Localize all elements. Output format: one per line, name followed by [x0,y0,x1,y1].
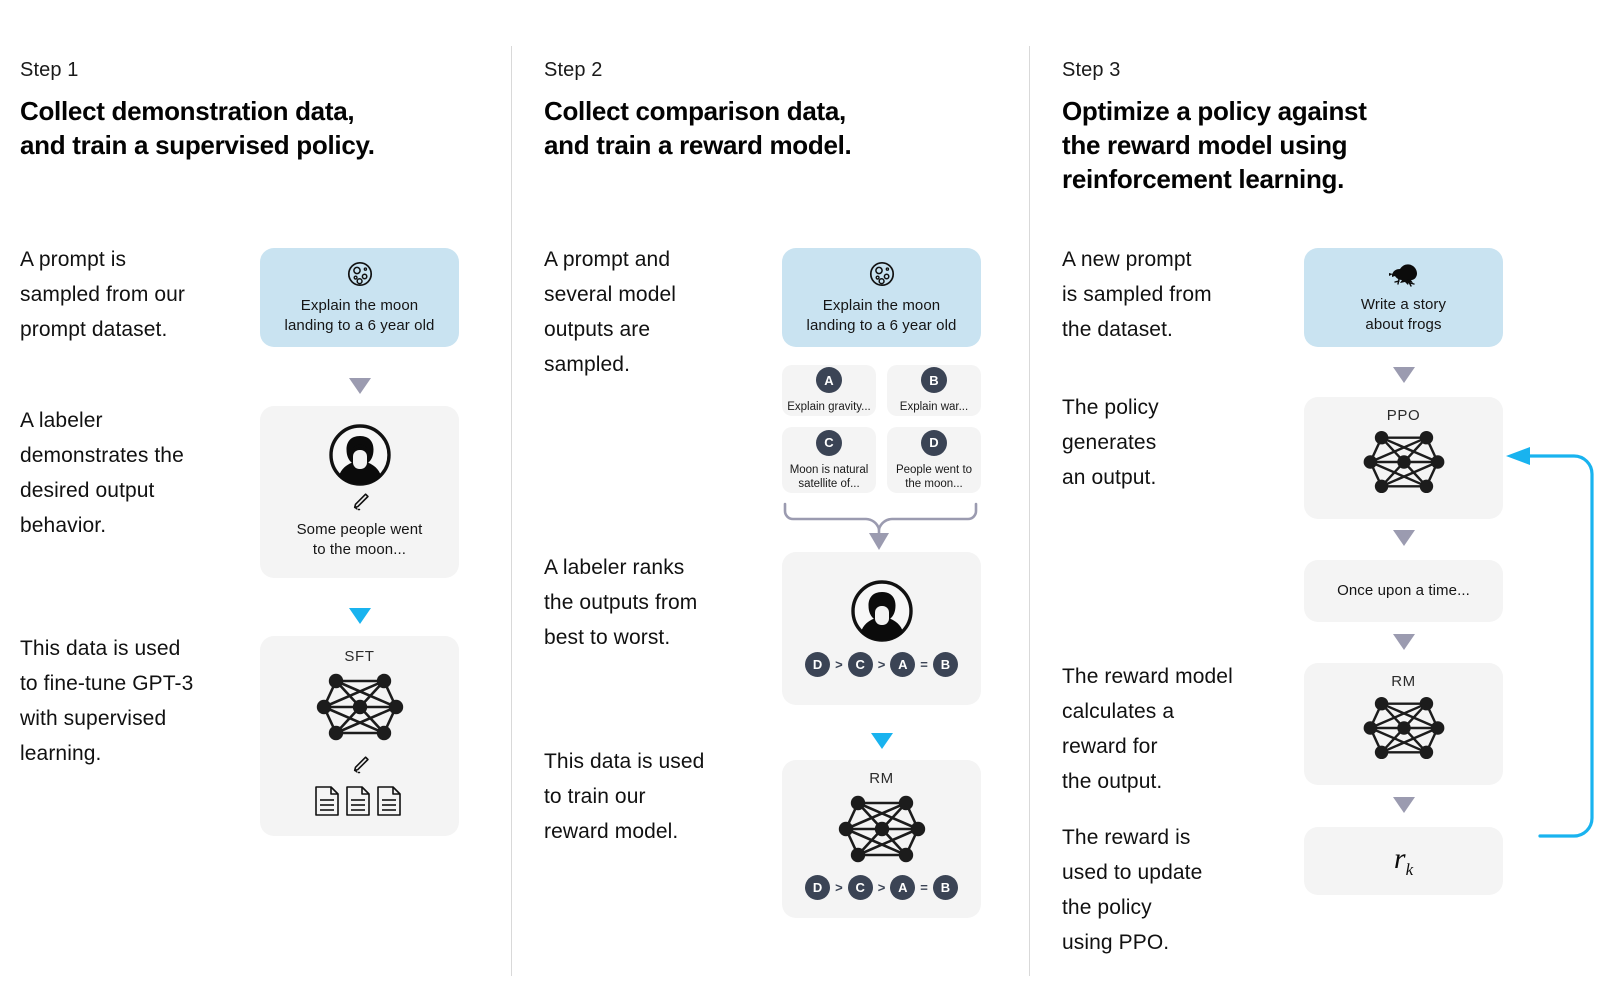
labeler-avatar-icon [850,580,913,642]
step-2-ranking-row: D > C > A = B [805,652,958,677]
step-3-rm-card[interactable]: RM [1304,663,1503,785]
rm-rank-badge-d: D [805,875,831,900]
step-1-paragraph-2: A labeler demonstrates the desired outpu… [20,409,184,537]
step-1-prompt-text: Explain the moon landing to a 6 year old [284,296,435,334]
step-3-reward-card[interactable]: rk [1304,827,1503,895]
step-3-title: Optimize a policy against the reward mod… [1062,96,1367,194]
frog-icon [1387,261,1421,287]
step-2-paragraph-1: A prompt and several model outputs are s… [544,248,677,376]
step-3-output-card[interactable]: Once upon a time... [1304,560,1503,622]
step-3-ppo-title: PPO [1386,407,1421,424]
labeler-avatar-icon [328,424,391,486]
badge-d: D [921,429,947,456]
step-3-paragraph-1: A new prompt is sampled from the dataset… [1062,248,1212,341]
rank-op-1: > [835,657,843,672]
arrow-down-2b [871,733,893,749]
reward-symbol: rk [1394,842,1413,880]
step-2-paragraph-2: A labeler ranks the outputs from best to… [544,556,698,649]
neural-network-icon [1361,692,1447,764]
feedback-loop-arrow [1500,440,1600,870]
rm-rank-op-1: > [835,880,843,895]
badge-c: C [816,429,842,456]
step-1-paragraph-1: A prompt is sampled from our prompt data… [20,248,185,341]
step-2-output-text-c: Moon is natural satellite of... [789,463,869,490]
rank-badge-c: C [847,652,873,677]
step-2-prompt-text: Explain the moon landing to a 6 year old [806,296,957,334]
step-3-rm-title: RM [1391,673,1416,690]
step-2-rm-ranking-row: D > C > A = B [805,875,958,900]
neural-network-icon [836,791,928,867]
rm-rank-op-3: = [920,880,928,895]
arrow-down-1a [349,378,371,394]
step-3-prompt-text: Write a story about frogs [1360,295,1447,333]
step-2-output-text-a: Explain gravity... [787,401,871,413]
step-1-sft-title: SFT [344,648,375,665]
step-2-output-card-d[interactable]: D People went to the moon... [887,427,981,493]
arrow-down-3c [1393,634,1415,650]
step-1-paragraph-3: This data is used to fine-tune GPT-3 wit… [20,637,194,765]
step-2-paragraph-3: This data is used to train our reward mo… [544,750,705,843]
column-step-1: Step 1 Collect demonstration data, and t… [0,0,511,996]
step-2-output-card-a[interactable]: A Explain gravity... [782,365,876,416]
rm-rank-op-2: > [877,880,886,895]
step-3-paragraph-2: The policy generates an output. [1062,396,1159,489]
rank-badge-d: D [805,652,831,677]
rm-rank-badge-b: B [932,875,958,900]
step-1-labeler-card[interactable]: Some people went to the moon... [260,406,459,578]
step-2-rm-title: RM [869,770,894,787]
step-2-output-text-b: Explain war... [899,401,969,413]
rm-rank-badge-a: A [890,875,916,900]
column-step-3: Step 3 Optimize a policy against the rew… [1030,0,1600,996]
rank-op-2: > [877,657,886,672]
step-1-labeler-text: Some people went to the moon... [296,521,423,558]
column-step-2: Step 2 Collect comparison data, and trai… [512,0,1029,996]
badge-a: A [816,367,842,393]
step-2-label: Step 2 [544,59,603,81]
moon-icon [346,260,374,288]
step-3-ppo-card[interactable]: PPO [1304,397,1503,519]
step-2-rm-card[interactable]: RM [782,760,981,918]
step-1-label: Step 1 [20,59,79,81]
brace-connector [782,498,982,550]
step-2-title: Collect comparison data, and train a rew… [544,96,852,160]
step-2-prompt-card[interactable]: Explain the moon landing to a 6 year old [782,248,981,347]
pencil-icon [348,753,372,777]
rank-badge-a: A [890,652,916,677]
column-divider-1 [511,46,512,976]
step-1-title: Collect demonstration data, and train a … [20,96,375,160]
reward-symbol-sub: k [1405,860,1414,879]
step-3-paragraph-3: The reward model calculates a reward for… [1062,665,1233,793]
moon-icon [868,260,896,288]
step-1-sft-card[interactable]: SFT [260,636,459,836]
step-3-paragraph-4: The reward is used to update the policy … [1062,826,1203,954]
reward-symbol-r: r [1393,842,1406,875]
step-2-output-text-d: People went to the moon... [895,463,973,490]
step-2-output-card-b[interactable]: B Explain war... [887,365,981,416]
step-3-prompt-card[interactable]: Write a story about frogs [1304,248,1503,347]
step-2-ranking-card[interactable]: D > C > A = B [782,552,981,705]
rank-op-3: = [920,657,928,672]
column-divider-2 [1029,46,1030,976]
step-3-output-text: Once upon a time... [1337,582,1470,599]
step-2-output-card-c[interactable]: C Moon is natural satellite of... [782,427,876,493]
documents-icon [314,785,406,817]
arrow-down-3b [1393,530,1415,546]
neural-network-icon [314,669,406,745]
neural-network-icon [1361,426,1447,498]
arrow-down-3a [1393,367,1415,383]
badge-b: B [921,367,947,393]
pencil-icon [348,490,372,514]
step-3-label: Step 3 [1062,59,1121,81]
step-1-prompt-card[interactable]: Explain the moon landing to a 6 year old [260,248,459,347]
rm-rank-badge-c: C [847,875,873,900]
rank-badge-b: B [932,652,958,677]
arrow-down-1b [349,608,371,624]
arrow-down-3d [1393,797,1415,813]
